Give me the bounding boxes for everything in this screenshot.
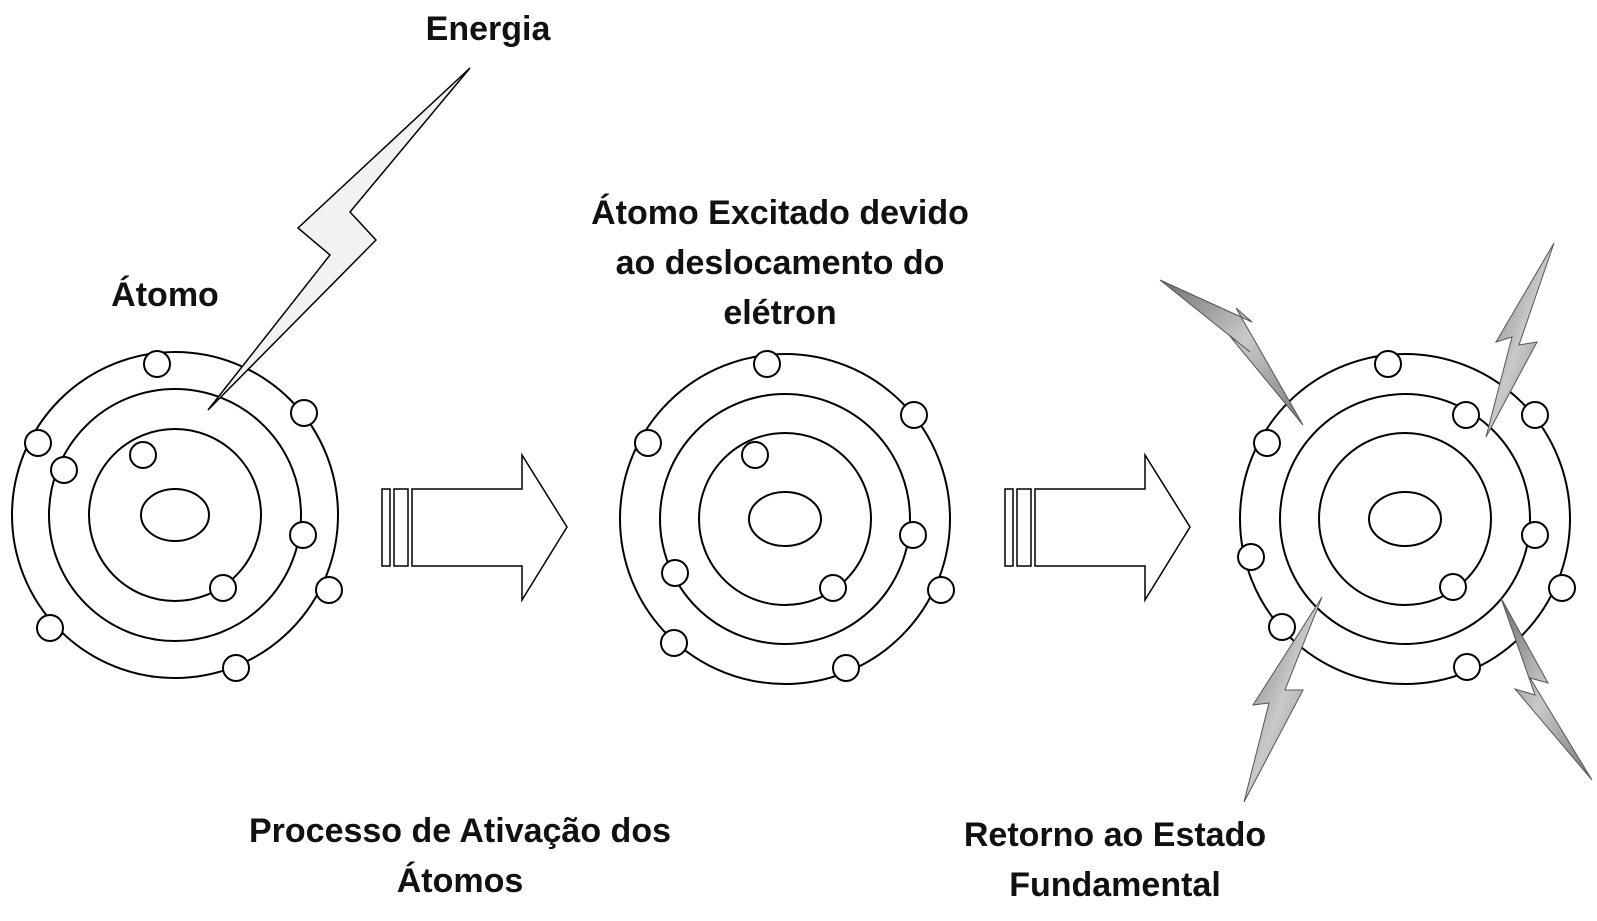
electrons xyxy=(1237,350,1576,681)
atom-label: Átomo xyxy=(111,276,219,314)
atom-return-ground-state xyxy=(1237,350,1576,685)
excited-atom-label-line1: Átomo Excitado devido xyxy=(591,194,969,232)
atom-excited xyxy=(619,350,955,685)
emission-bolts xyxy=(1159,242,1593,803)
process-arrow-icon xyxy=(381,452,568,603)
excited-atom-label-line3: elétron xyxy=(723,294,837,332)
nucleus xyxy=(748,491,822,547)
return-ground-state-label-line1: Retorno ao Estado xyxy=(963,816,1267,854)
nucleus xyxy=(140,488,210,542)
emission-bolt-icon xyxy=(1159,279,1304,426)
emission-bolt-icon xyxy=(1500,597,1593,781)
process-arrow-icon xyxy=(1004,452,1191,603)
activation-process-label-line1: Processo de Ativação dos xyxy=(248,812,671,850)
electrons xyxy=(634,350,955,682)
return-ground-state-label: Retorno ao Estado Fundamental xyxy=(925,810,1305,910)
atom-ground-state xyxy=(11,350,343,682)
energy-bolt-icon xyxy=(207,67,471,411)
energy-label: Energia xyxy=(425,10,551,48)
emission-bolt-icon xyxy=(1485,242,1555,438)
nucleus xyxy=(1368,491,1442,547)
excited-atom-label: Átomo Excitado devido ao deslocamento do… xyxy=(560,188,1000,338)
return-ground-state-label-line2: Fundamental xyxy=(1009,866,1221,904)
excited-atom-label-line2: ao deslocamento do xyxy=(615,244,945,282)
activation-process-label-line2: Átomos xyxy=(396,862,524,900)
electrons xyxy=(24,350,343,682)
activation-process-label: Processo de Ativação dos Átomos xyxy=(225,806,695,906)
emission-bolt-icon xyxy=(1243,596,1323,803)
